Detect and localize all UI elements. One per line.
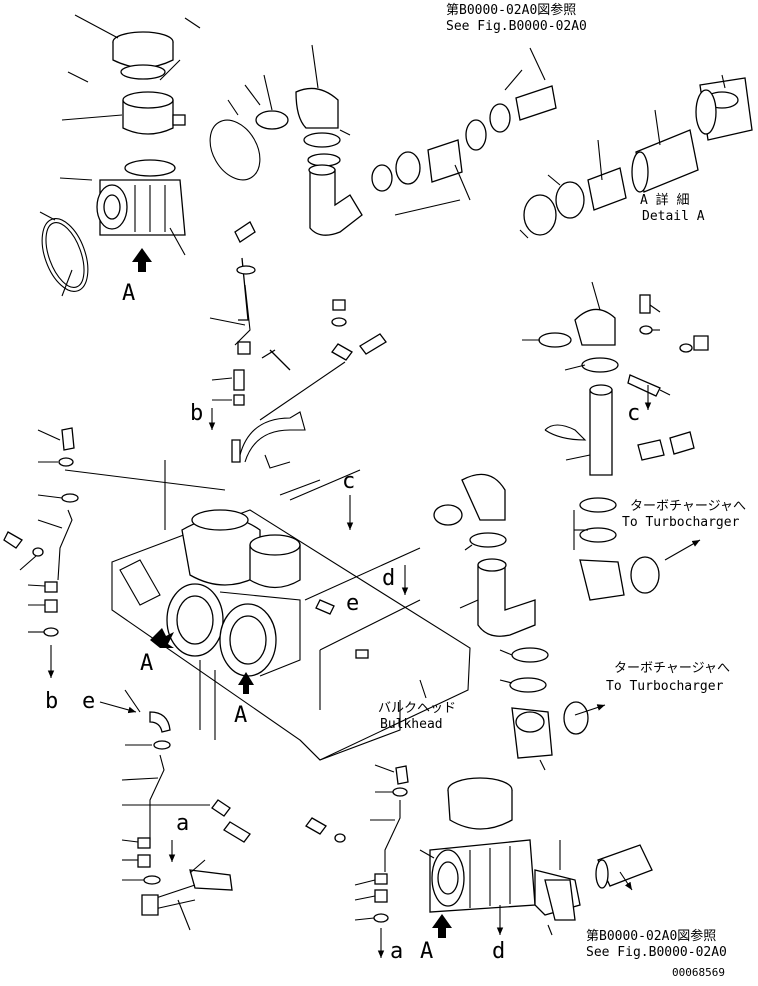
detail-A-jp: A 詳 細 <box>640 192 689 208</box>
label-A-top: A <box>122 281 135 306</box>
right-middle-pipe-down <box>459 532 553 771</box>
label-e-mid: e <box>346 591 359 616</box>
middle-bottom-a-chain: a <box>305 764 409 964</box>
bulkhead-jp: バルクヘッド <box>378 701 456 716</box>
bottom-ref-en: See Fig.B0000-02A0 <box>586 945 727 960</box>
left-side-b-chain: b e <box>3 427 137 714</box>
main-assembly-frame <box>64 460 471 761</box>
top-left-leader-lines <box>39 14 201 297</box>
part-number: 00068569 <box>672 966 725 979</box>
left-bottom-a-chain: a <box>121 689 251 931</box>
top-left-precleaner-cap <box>112 31 174 80</box>
label-b-left: b <box>45 689 58 714</box>
label-A-mid2: A <box>234 703 247 728</box>
top-ref-jp: 第B0000-02A0図参照 <box>446 2 576 18</box>
upper-middle-hoses <box>209 44 363 321</box>
label-d-mid: d <box>382 566 395 591</box>
label-a-mid: a <box>176 811 189 836</box>
bottom-ref-jp: 第B0000-02A0図参照 <box>586 928 716 944</box>
upper-pipe-series <box>371 47 557 216</box>
turbocharger-path-2: ターボチャージャへ To Turbocharger <box>563 661 730 735</box>
detail-A: A 詳 細 Detail A <box>519 74 753 239</box>
arrow-A-top-left: A <box>122 248 152 306</box>
label-d-bottom: d <box>492 939 505 964</box>
b-circuit-parts: b <box>190 284 306 469</box>
label-c-top: c <box>342 469 355 494</box>
label-a-bottom: a <box>390 939 403 964</box>
top-ref-en: See Fig.B0000-02A0 <box>446 19 587 34</box>
bottom-reference: 第B0000-02A0図参照 See Fig.B0000-02A0 <box>586 928 727 960</box>
top-left-precleaner-body <box>122 91 186 135</box>
turbocharger-path-1: ターボチャージャへ To Turbocharger <box>433 473 746 601</box>
bottom-right-air-cleaner: A d <box>419 777 653 964</box>
label-b-mid: b <box>190 401 203 426</box>
label-e-left: e <box>82 689 95 714</box>
top-left-air-cleaner <box>96 159 186 236</box>
right-upper-pipe-group: c <box>522 281 709 476</box>
main-assembly-labels: c e d A A バルクヘッド Bulkhead <box>140 469 456 732</box>
mid-bolt-cluster <box>259 299 387 421</box>
turbo-1-jp: ターボチャージャへ <box>630 499 746 514</box>
bulkhead-en: Bulkhead <box>380 717 443 732</box>
label-A-mid1: A <box>140 651 153 676</box>
label-c-right: c <box>627 401 640 426</box>
label-A-bottom: A <box>420 939 433 964</box>
top-reference: 第B0000-02A0図参照 See Fig.B0000-02A0 <box>446 2 587 34</box>
turbo-2-en: To Turbocharger <box>606 679 724 694</box>
turbo-1-en: To Turbocharger <box>622 515 740 530</box>
turbo-2-jp: ターボチャージャへ <box>614 661 730 676</box>
detail-A-en: Detail A <box>642 209 705 224</box>
top-left-band-clamp <box>41 218 89 292</box>
